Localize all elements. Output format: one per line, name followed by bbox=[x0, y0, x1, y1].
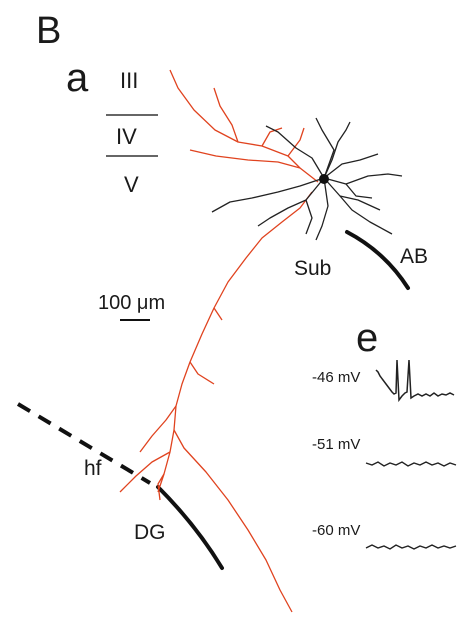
hf-label: hf bbox=[84, 457, 102, 480]
ab-label: AB bbox=[400, 245, 429, 268]
panel-label: B bbox=[36, 10, 62, 52]
trace-label-minus51: -51 mV bbox=[312, 436, 361, 453]
trace-minus46 bbox=[375, 359, 455, 403]
trace-label-minus60: -60 mV bbox=[312, 522, 361, 539]
subpanel-e-label: e bbox=[356, 316, 379, 360]
layer-iii-label: III bbox=[120, 68, 139, 93]
dendrite-arbor bbox=[211, 117, 403, 241]
dg-label: DG bbox=[134, 521, 166, 544]
layer-v-label: V bbox=[124, 172, 139, 197]
trace-label-minus46: -46 mV bbox=[312, 369, 361, 386]
subpanel-a-label: a bbox=[66, 56, 89, 100]
scale-bar-label: 100 μm bbox=[98, 292, 166, 314]
ab-boundary-line bbox=[345, 230, 410, 290]
dg-boundary-line bbox=[156, 485, 224, 570]
soma bbox=[319, 174, 329, 184]
sub-label: Sub bbox=[294, 257, 332, 280]
trace-minus60 bbox=[365, 544, 457, 550]
axon-arbor bbox=[119, 69, 319, 613]
layer-iv-label: IV bbox=[116, 124, 137, 149]
hf-dashed-boundary bbox=[16, 402, 152, 485]
trace-minus51 bbox=[365, 461, 457, 467]
